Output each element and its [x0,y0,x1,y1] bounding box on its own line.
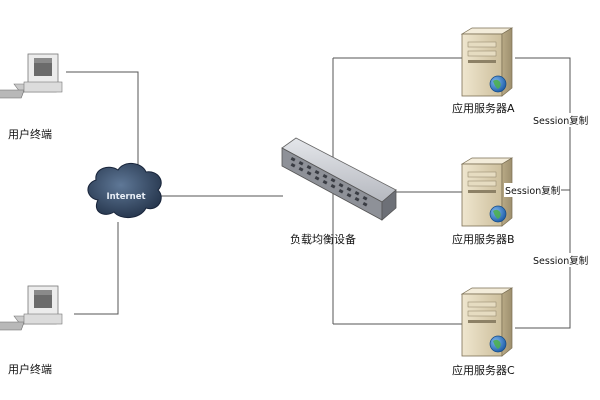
session-link-A [515,57,571,329]
server-a-icon [460,27,514,97]
internet-cloud-icon: Internet [87,163,162,218]
client-terminal-1 [0,53,63,99]
server-c-icon [460,287,514,357]
connection-lines [66,57,571,329]
server-label-a: 应用服务器A [452,102,515,115]
session-label-3: Session复制 [532,253,590,267]
session-label-1: Session复制 [532,113,590,127]
load-balancer-label: 负载均衡设备 [290,233,356,246]
server-label-c: 应用服务器C [452,364,515,377]
link-client2-internet [74,222,119,315]
client-terminal-2 [0,285,63,331]
switch-ports [290,157,368,207]
session-label-2: Session复制 [504,183,562,197]
load-balancer-icon [281,137,397,221]
server-label-b: 应用服务器B [452,233,515,246]
client-label-2: 用户终端 [8,363,52,376]
client-label-1: 用户终端 [8,128,52,141]
link-client1-internet [66,71,139,172]
internet-label: Internet [106,192,145,202]
